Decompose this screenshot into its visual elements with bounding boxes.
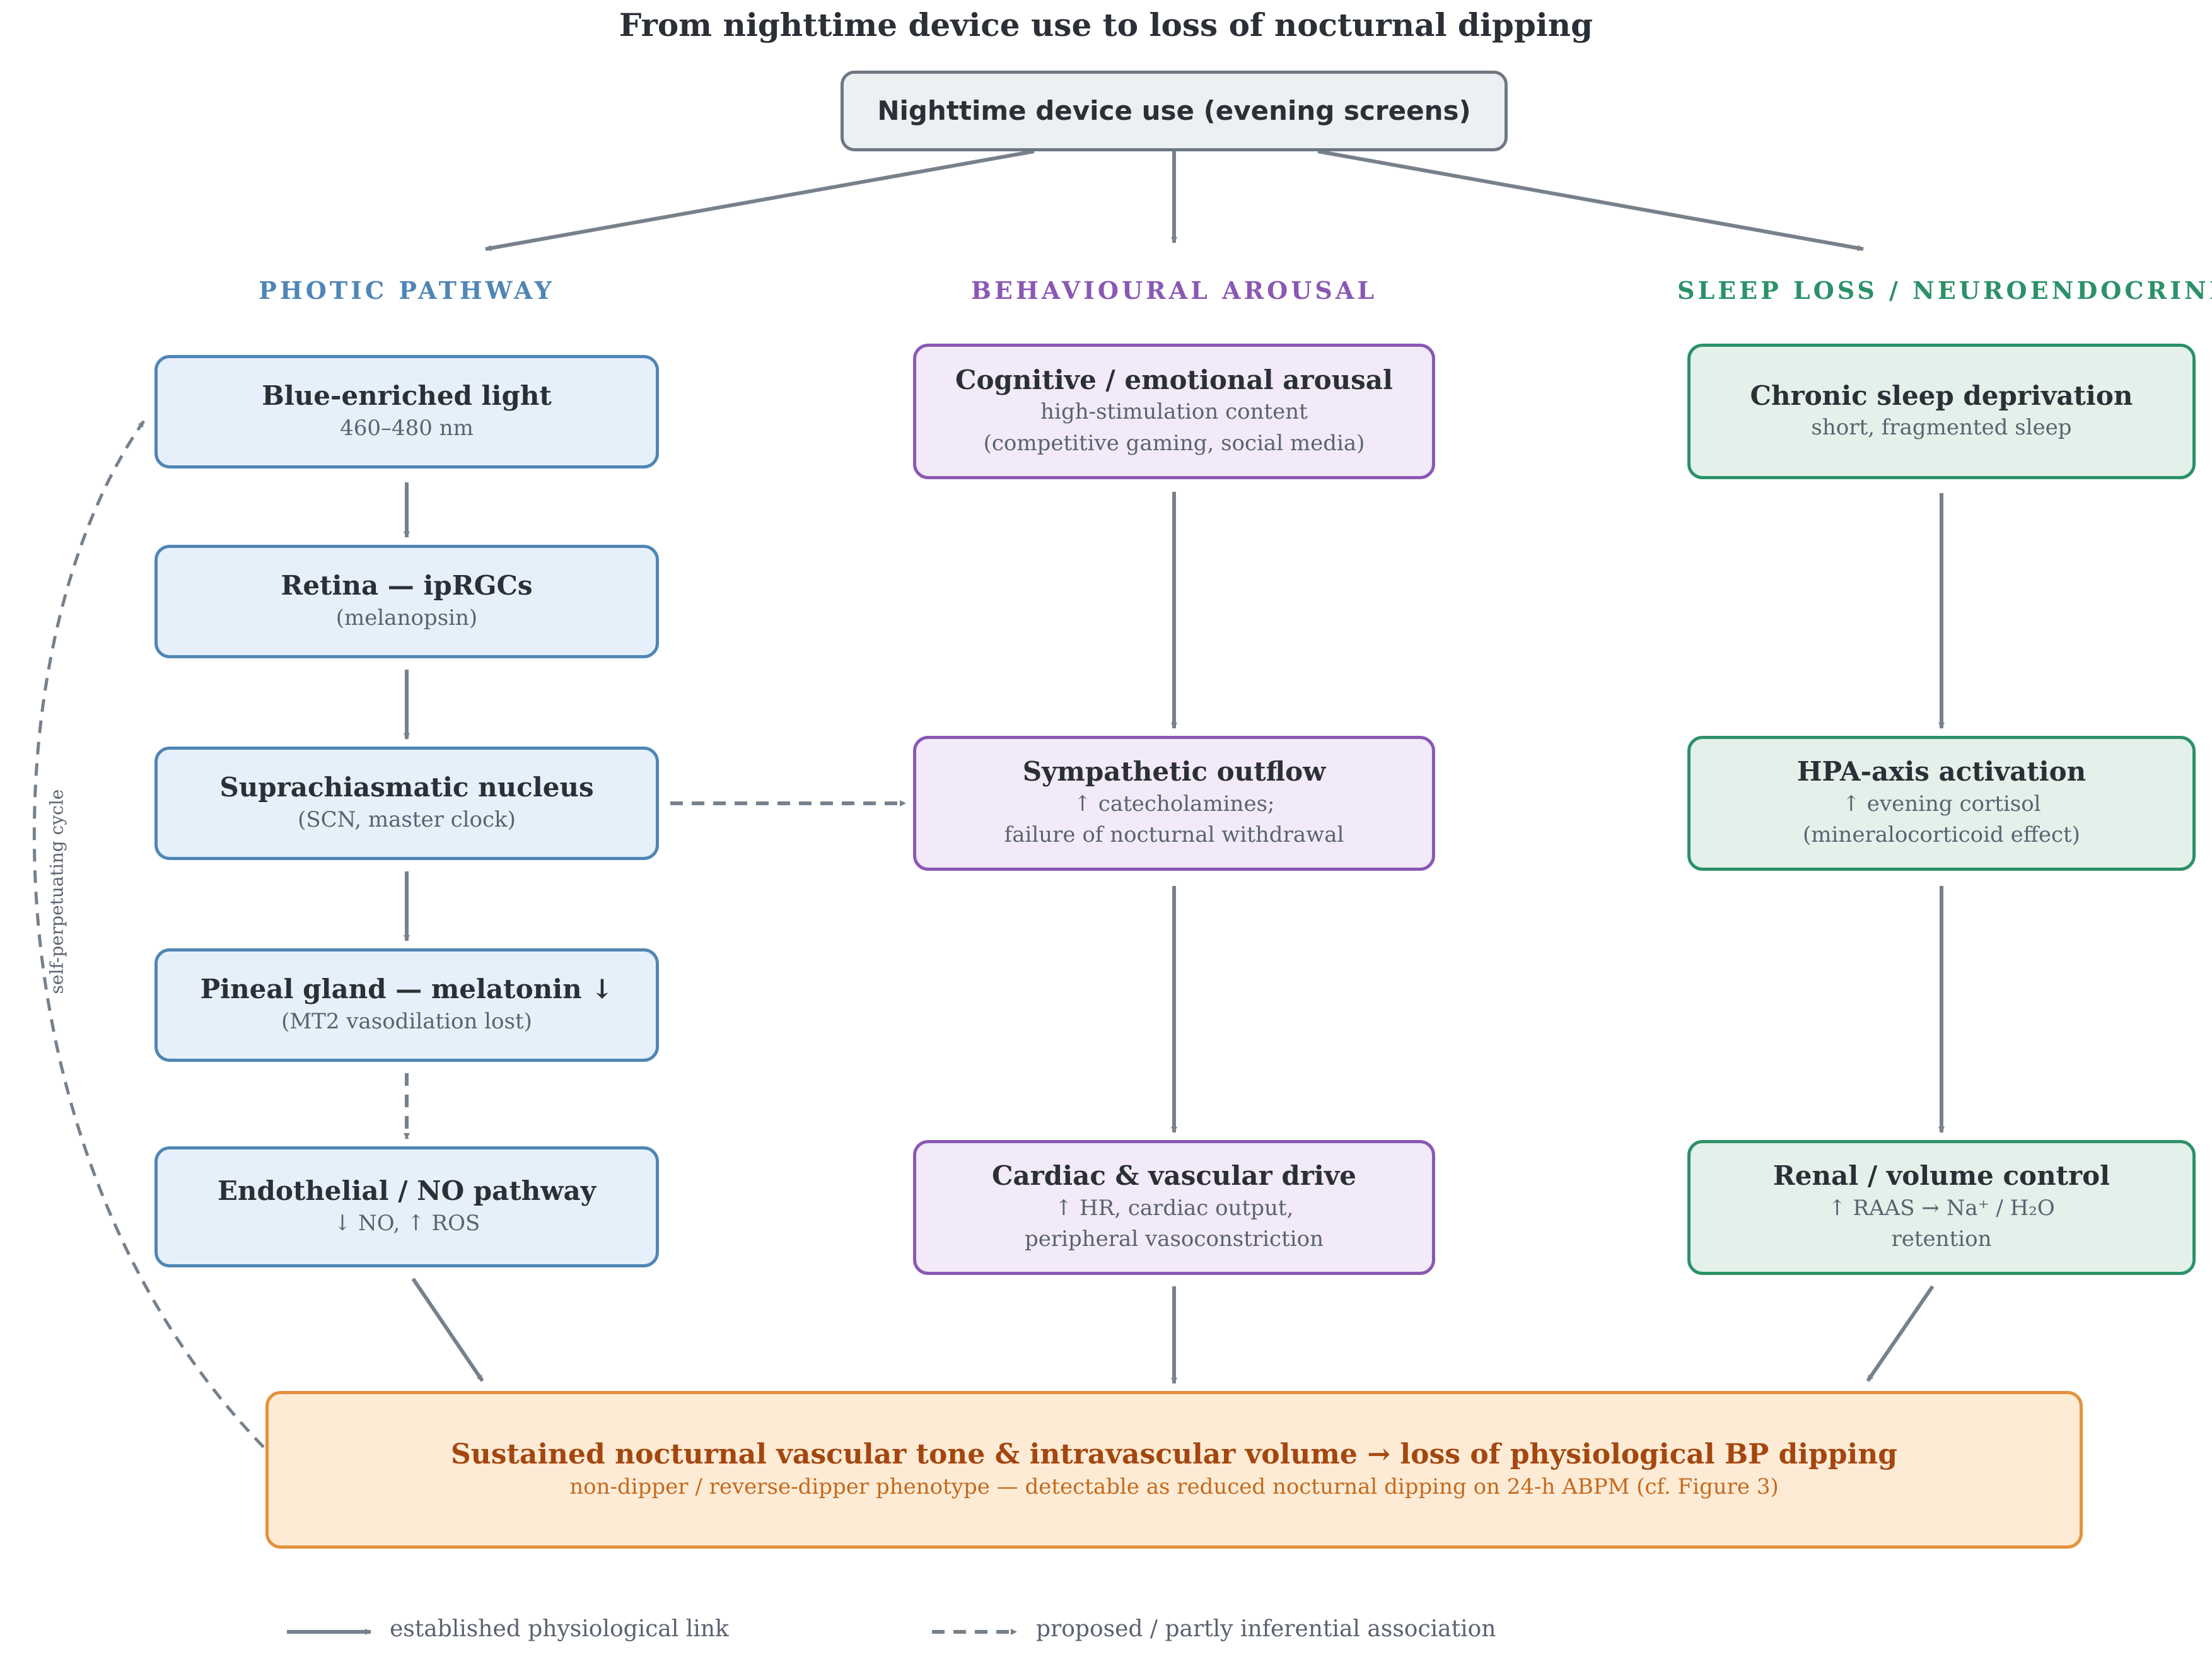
- box-cardiac-line-2: peripheral vasoconstriction: [1025, 1226, 1324, 1252]
- box-sympathetic-title: Sympathetic outflow: [1022, 756, 1326, 788]
- box-retina-title: Retina — ipRGCs: [281, 570, 533, 602]
- arrow-renal-to-outcome: [1866, 1285, 1935, 1382]
- box-renal-line-1: ↑ RAAS → Na⁺ / H₂O: [1828, 1195, 2055, 1221]
- arrow-device-to-photic: [485, 149, 1035, 252]
- box-hpa-axis-line-2: (mineralocorticoid effect): [1803, 822, 2080, 848]
- box-sleep-deprivation-title: Chronic sleep deprivation: [1750, 380, 2133, 411]
- box-pineal-title: Pineal gland — melatonin ↓: [200, 974, 614, 1005]
- cycle-label: self-perpetuating cycle: [46, 789, 67, 994]
- box-sleep-deprivation: Chronic sleep deprivation short, fragmen…: [1687, 344, 2196, 479]
- box-retina: Retina — ipRGCs (melanopsin): [154, 545, 659, 658]
- outcome-subtitle: non-dipper / reverse-dipper phenotype — …: [569, 1474, 1779, 1499]
- legend-dashed-label: proposed / partly inferential associatio…: [1036, 1616, 1496, 1642]
- outcome-box: Sustained nocturnal vascular tone & intr…: [265, 1391, 2083, 1549]
- box-renal: Renal / volume control ↑ RAAS → Na⁺ / H₂…: [1687, 1140, 2196, 1275]
- arrow-device-to-sleep: [1317, 149, 1864, 252]
- arrow-endothelial-to-outcome: [411, 1277, 484, 1382]
- box-cardiac-line-1: ↑ HR, cardiac output,: [1054, 1195, 1294, 1221]
- box-cardiac-title: Cardiac & vascular drive: [992, 1160, 1356, 1192]
- box-endothelial-line: ↓ NO, ↑ ROS: [333, 1210, 480, 1236]
- diagram-title: From nighttime device use to loss of noc…: [619, 6, 1593, 44]
- device-use-title: Nighttime device use (evening screens): [877, 95, 1471, 126]
- box-scn: Suprachiasmatic nucleus (SCN, master clo…: [154, 747, 659, 860]
- box-cognitive-arousal-line-1: high-stimulation content: [1040, 399, 1308, 425]
- box-sympathetic: Sympathetic outflow ↑ catecholamines; fa…: [913, 736, 1435, 871]
- box-endothelial-title: Endothelial / NO pathway: [217, 1175, 597, 1207]
- box-cognitive-arousal-line-2: (competitive gaming, social media): [983, 430, 1365, 456]
- box-cardiac: Cardiac & vascular drive ↑ HR, cardiac o…: [913, 1140, 1435, 1275]
- legend-solid-label: established physiological link: [390, 1616, 729, 1642]
- box-cognitive-arousal: Cognitive / emotional arousal high-stimu…: [913, 344, 1435, 479]
- box-cognitive-arousal-title: Cognitive / emotional arousal: [955, 364, 1393, 395]
- heading-behavioural: BEHAVIOURAL AROUSAL: [970, 276, 1378, 305]
- box-blue-light-title: Blue-enriched light: [262, 380, 552, 412]
- box-sleep-deprivation-line: short, fragmented sleep: [1811, 415, 2072, 441]
- box-hpa-axis-title: HPA-axis activation: [1796, 756, 2087, 788]
- box-scn-line: (SCN, master clock): [298, 806, 516, 832]
- box-pineal: Pineal gland — melatonin ↓ (MT2 vasodila…: [154, 948, 659, 1062]
- box-retina-line: (melanopsin): [335, 605, 478, 631]
- outcome-title: Sustained nocturnal vascular tone & intr…: [450, 1438, 1898, 1470]
- box-scn-title: Suprachiasmatic nucleus: [219, 772, 594, 803]
- box-renal-line-2: retention: [1891, 1226, 1992, 1252]
- box-hpa-axis: HPA-axis activation ↑ evening cortisol (…: [1687, 736, 2196, 871]
- box-sympathetic-line-2: failure of nocturnal withdrawal: [1004, 822, 1344, 848]
- heading-sleep: SLEEP LOSS / NEUROENDOCRINE: [1677, 276, 2212, 305]
- box-blue-light: Blue-enriched light 460–480 nm: [154, 355, 659, 468]
- heading-photic: PHOTIC PATHWAY: [259, 276, 555, 305]
- box-sympathetic-line-1: ↑ catecholamines;: [1073, 791, 1275, 817]
- box-endothelial: Endothelial / NO pathway ↓ NO, ↑ ROS: [154, 1146, 659, 1267]
- box-pineal-line: (MT2 vasodilation lost): [281, 1008, 532, 1034]
- feedback-cycle-arrow: [32, 420, 265, 1448]
- box-renal-title: Renal / volume control: [1773, 1160, 2110, 1192]
- device-use-box: Nighttime device use (evening screens): [841, 71, 1508, 151]
- box-hpa-axis-line-1: ↑ evening cortisol: [1842, 791, 2041, 817]
- box-blue-light-line: 460–480 nm: [340, 415, 474, 441]
